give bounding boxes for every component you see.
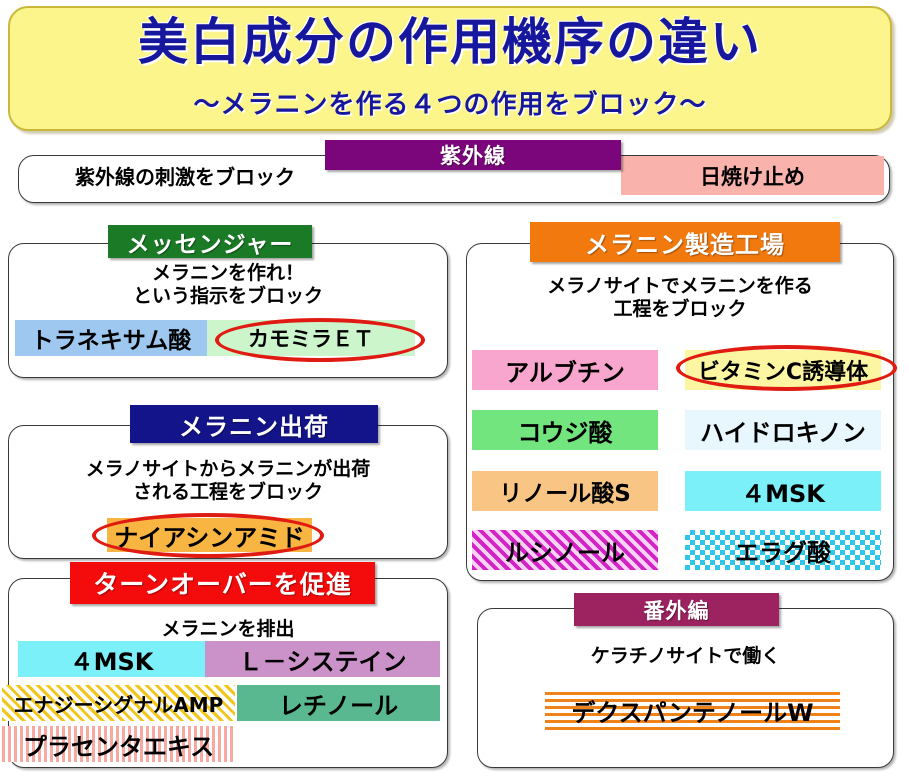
factory-section-description: メラノサイトでメラニンを作る 工程をブロック bbox=[466, 275, 894, 321]
extra-section-card bbox=[477, 608, 894, 768]
turnover-section-header: ターンオーバーを促進 bbox=[70, 562, 375, 604]
chip-dexpanthenol-w-label: デクスパンテノールW bbox=[571, 698, 814, 727]
turnover-section-description: メラニンを排出 bbox=[8, 618, 448, 641]
uv-section-description: 紫外線の刺激をブロック bbox=[40, 165, 330, 189]
messenger-desc-line1: メラニンを作れ！ bbox=[151, 262, 304, 284]
chip-kojic-acid-label: コウジ酸 bbox=[517, 418, 613, 447]
chip-ellagic-acid[interactable]: エラグ酸 bbox=[685, 530, 881, 570]
chip-energy-signal-amp-label: エナジーシグナルAMP bbox=[13, 692, 224, 717]
chip-hydroquinone[interactable]: ハイドロキノン bbox=[685, 410, 881, 450]
page-subtitle: ～メラニンを作る４つの作用をブロック～ bbox=[193, 90, 707, 120]
page-title: 美白成分の作用機序の違い bbox=[138, 13, 762, 71]
factory-section-header-label: メラニン製造工場 bbox=[585, 230, 785, 259]
turnover-section-header-label: ターンオーバーを促進 bbox=[93, 570, 352, 599]
chip-chamomile-et-label: カモミラＥＴ bbox=[248, 327, 374, 351]
chip-energy-signal-amp[interactable]: エナジーシグナルAMP bbox=[2, 685, 235, 721]
chip-linoleic-acid-s[interactable]: リノール酸S bbox=[472, 471, 658, 511]
chip-sunscreen-label: 日焼け止め bbox=[700, 164, 805, 189]
chip-arbutin-label: アルブチン bbox=[505, 358, 625, 387]
chip-chamomile-et[interactable]: カモミラＥＴ bbox=[207, 320, 415, 356]
chip-rucinol[interactable]: ルシノール bbox=[472, 530, 658, 570]
shipping-section-header: メラニン出荷 bbox=[130, 405, 378, 443]
factory-desc-line1: メラノサイトでメラニンを作る bbox=[547, 275, 813, 297]
chip-tranexamic-acid[interactable]: トラネキサム酸 bbox=[15, 320, 207, 356]
title-banner: 美白成分の作用機序の違い ～メラニンを作る４つの作用をブロック～ bbox=[8, 6, 892, 131]
factory-desc-line2: 工程をブロック bbox=[613, 298, 747, 321]
extra-section-header-label: 番外編 bbox=[643, 598, 710, 623]
chip-niacinamide[interactable]: ナイアシンアミド bbox=[107, 518, 312, 552]
chip-tranexamic-acid-label: トラネキサム酸 bbox=[30, 328, 192, 354]
chip-retinol-label: レチノール bbox=[278, 691, 399, 720]
chip-ellagic-acid-label: エラグ酸 bbox=[735, 538, 831, 567]
uv-section-header-label: 紫外線 bbox=[440, 144, 506, 168]
turnover-desc-text: メラニンを排出 bbox=[161, 618, 295, 640]
messenger-section-header: メッセンジャー bbox=[108, 225, 312, 258]
chip-vitamin-c-derivative-label: ビタミンC誘導体 bbox=[697, 360, 869, 385]
chip-hydroquinone-label: ハイドロキノン bbox=[700, 418, 866, 447]
chip-vitamin-c-derivative[interactable]: ビタミンC誘導体 bbox=[685, 350, 881, 390]
chip-arbutin[interactable]: アルブチン bbox=[472, 350, 658, 390]
chip-placenta-extract[interactable]: プラセンタエキス bbox=[2, 726, 235, 762]
shipping-desc-line1: メラノサイトからメラニンが出荷 bbox=[85, 458, 371, 480]
uv-section-header: 紫外線 bbox=[325, 140, 621, 170]
shipping-section-description: メラノサイトからメラニンが出荷 される工程をブロック bbox=[8, 458, 448, 504]
chip-linoleic-acid-s-label: リノール酸S bbox=[499, 481, 631, 507]
shipping-desc-line2: される工程をブロック bbox=[132, 481, 323, 504]
chip-4msk-factory[interactable]: ４MSK bbox=[685, 471, 881, 511]
messenger-desc-line2: という指示をブロック bbox=[132, 285, 323, 308]
factory-section-header: メラニン製造工場 bbox=[530, 222, 840, 262]
extra-section-description: ケラチノサイトで働く bbox=[477, 645, 894, 668]
messenger-section-description: メラニンを作れ！ という指示をブロック bbox=[8, 262, 448, 308]
shipping-section-header-label: メラニン出荷 bbox=[179, 412, 329, 441]
chip-4msk-turnover[interactable]: ４MSK bbox=[18, 641, 205, 677]
chip-niacinamide-label: ナイアシンアミド bbox=[114, 523, 305, 552]
chip-placenta-extract-label: プラセンタエキス bbox=[22, 732, 215, 761]
chip-retinol[interactable]: レチノール bbox=[237, 685, 440, 721]
chip-dexpanthenol-w[interactable]: デクスパンテノールW bbox=[545, 690, 840, 730]
chip-l-cysteine-label: Ｌ－システイン bbox=[238, 647, 407, 676]
messenger-section-header-label: メッセンジャー bbox=[126, 231, 294, 258]
chip-4msk-factory-label: ４MSK bbox=[741, 479, 825, 508]
chip-rucinol-label: ルシノール bbox=[505, 538, 625, 567]
chip-sunscreen[interactable]: 日焼け止め bbox=[621, 156, 884, 195]
chip-l-cysteine[interactable]: Ｌ－システイン bbox=[205, 641, 440, 677]
extra-desc-text: ケラチノサイトで働く bbox=[590, 645, 781, 667]
chip-4msk-turnover-label: ４MSK bbox=[69, 647, 154, 676]
uv-description-text: 紫外線の刺激をブロック bbox=[75, 165, 295, 189]
extra-section-header: 番外編 bbox=[574, 593, 779, 626]
chip-kojic-acid[interactable]: コウジ酸 bbox=[472, 410, 658, 450]
